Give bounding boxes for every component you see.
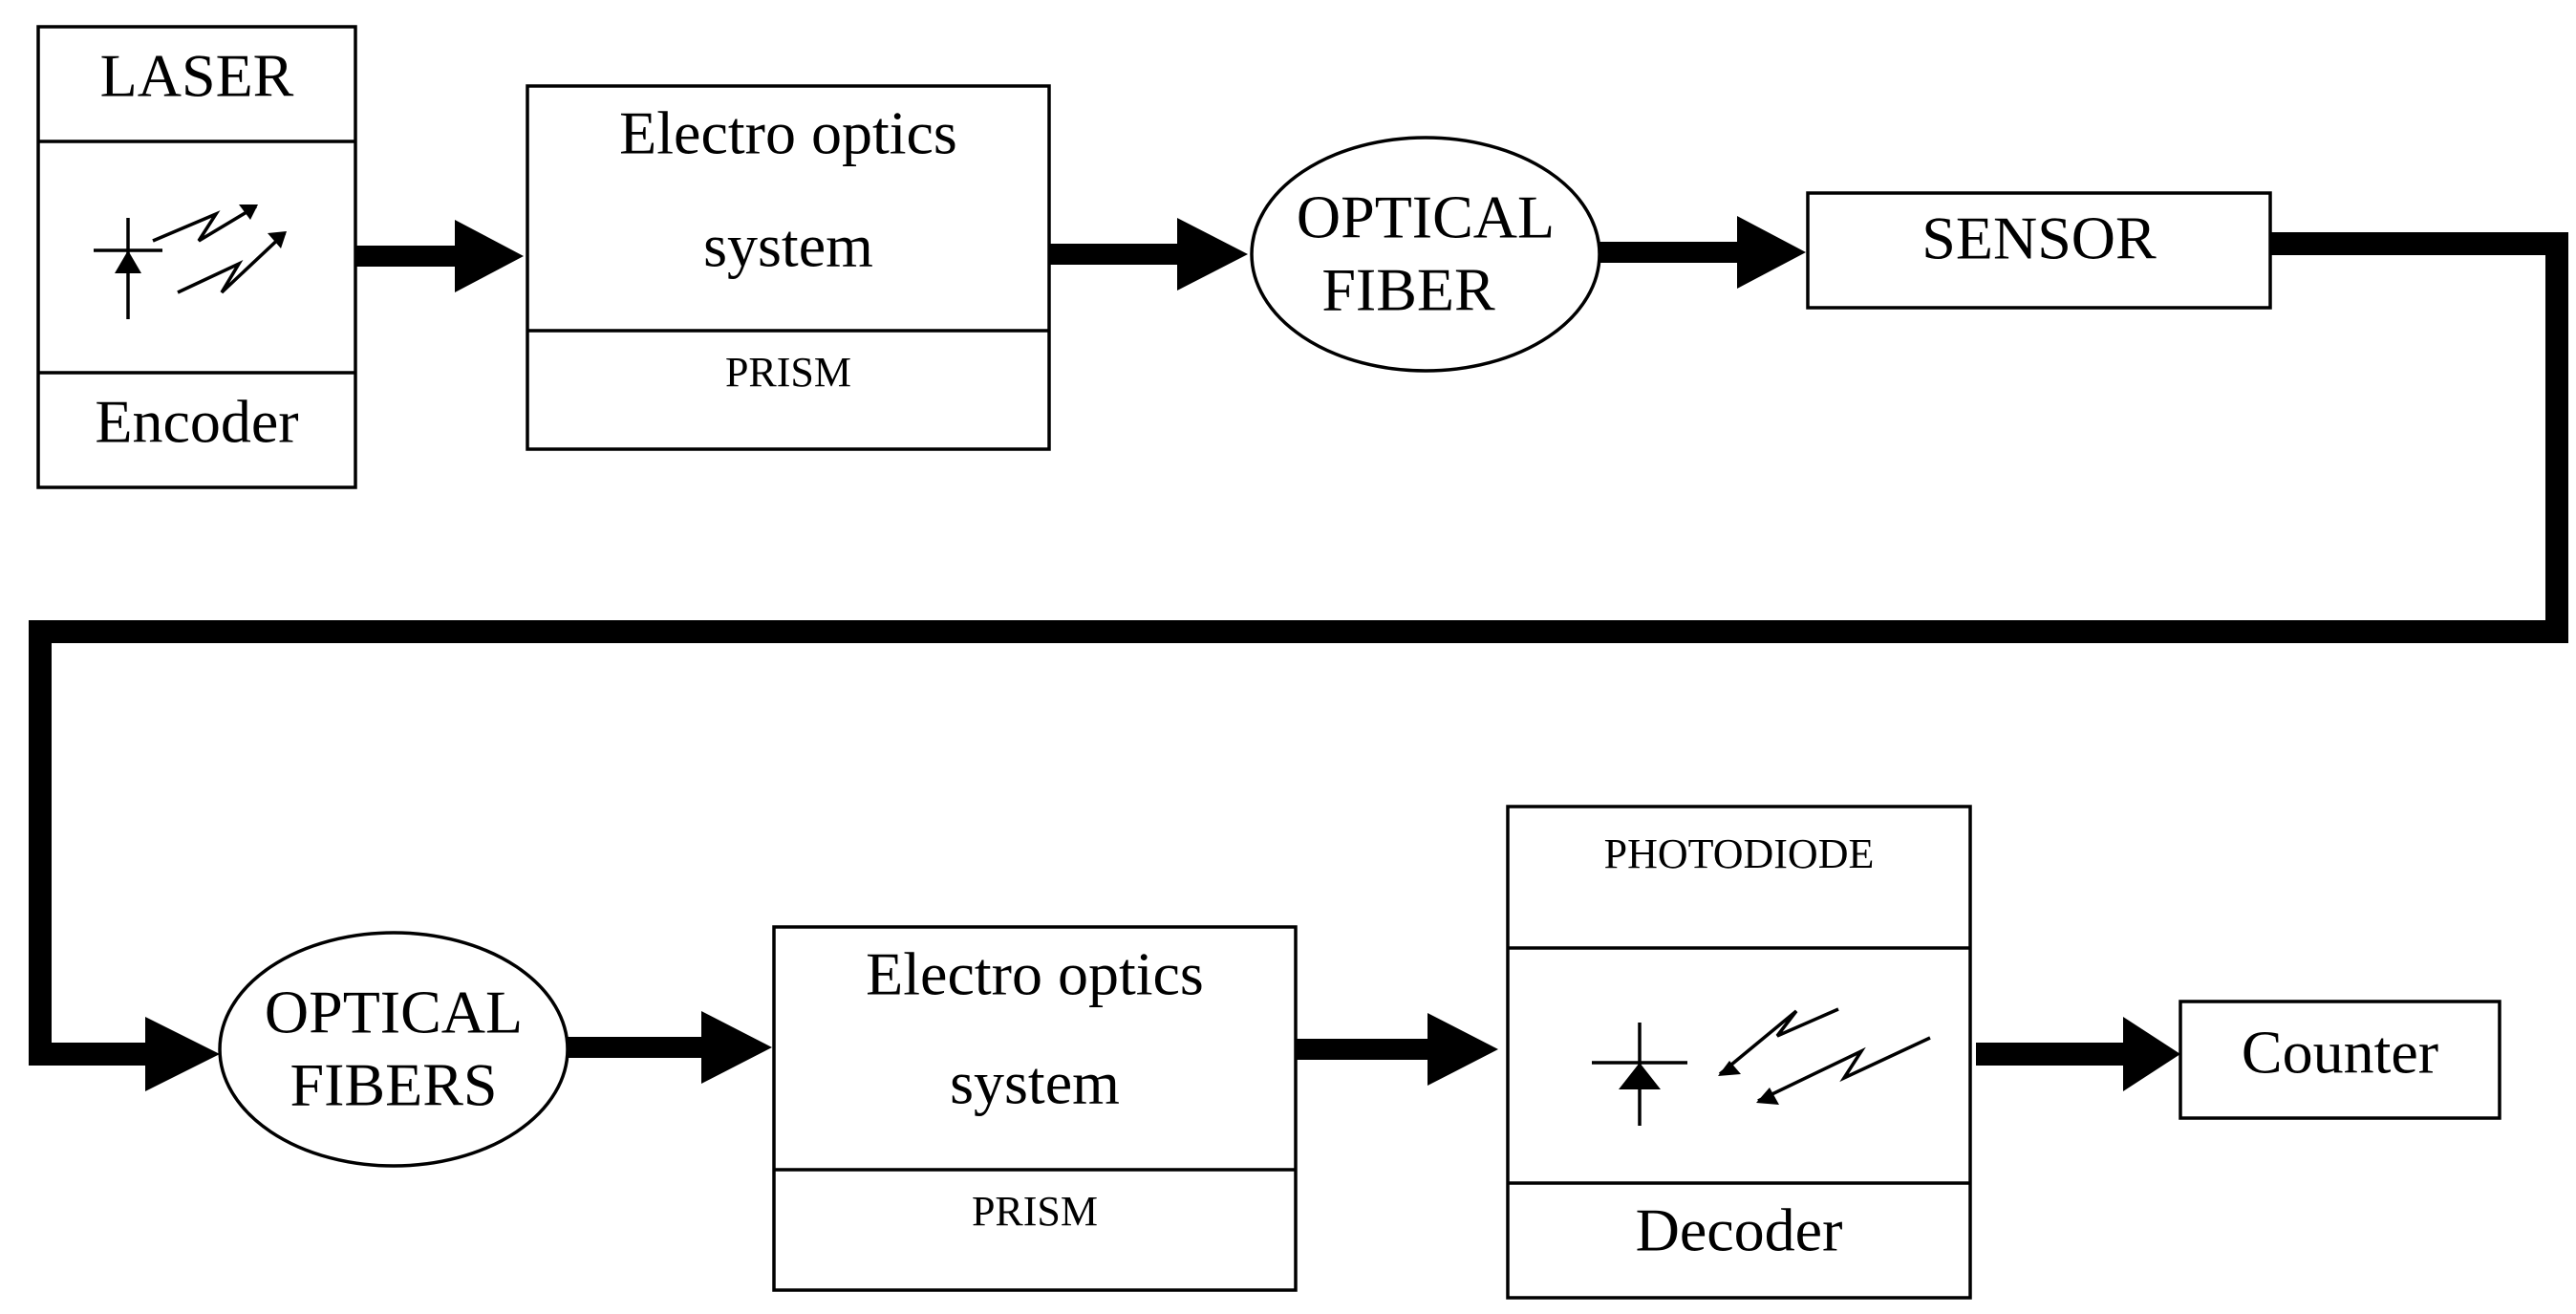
laser-title: LASER — [100, 42, 294, 110]
optical-fiber-line2: FIBER — [1321, 256, 1495, 324]
connector-fiber-to-sensor — [1598, 216, 1806, 289]
optical-fibers-node: OPTICAL FIBERS — [218, 931, 569, 1168]
sensor-label: SENSOR — [1921, 205, 2157, 272]
counter-block: Counter — [2179, 1000, 2501, 1120]
photodiode-title: PHOTODIODE — [1604, 830, 1875, 877]
laser-block: LASER Encoder — [36, 25, 357, 489]
eo2-prism-label: PRISM — [972, 1188, 1098, 1235]
eo1-line1: Electro optics — [619, 99, 957, 167]
counter-label: Counter — [2242, 1019, 2438, 1087]
connector-sensor-to-fibers-loop — [29, 232, 2568, 1091]
connector-fibers-to-eo2 — [566, 1011, 772, 1084]
eo2-line2: system — [950, 1049, 1120, 1117]
encoder-label: Encoder — [95, 388, 298, 456]
photodiode-icon — [1592, 1007, 1931, 1126]
photodiode-block: PHOTODIODE Decoder — [1506, 805, 1972, 1300]
connector-photodiode-to-counter — [1976, 1017, 2180, 1091]
optical-fiber-line1: OPTICAL — [1297, 183, 1555, 251]
optical-fibers-line1: OPTICAL — [265, 979, 523, 1046]
laser-diode-icon — [94, 205, 287, 319]
connector-eo1-to-fiber — [1049, 218, 1248, 291]
eo-system-1-block: Electro optics system PRISM — [526, 84, 1051, 451]
eo-system-2-block: Electro optics system PRISM — [772, 925, 1298, 1292]
decoder-label: Decoder — [1636, 1196, 1843, 1264]
eo2-line1: Electro optics — [866, 940, 1204, 1008]
eo1-line2: system — [703, 212, 873, 280]
optical-fibers-line2: FIBERS — [290, 1051, 498, 1119]
eo1-prism-label: PRISM — [725, 349, 851, 396]
connector-eo2-to-photodiode — [1296, 1013, 1498, 1086]
optical-fiber-node: OPTICAL FIBER — [1250, 136, 1601, 373]
sensor-block: SENSOR — [1806, 191, 2272, 310]
connector-laser-to-eo1 — [355, 220, 524, 292]
